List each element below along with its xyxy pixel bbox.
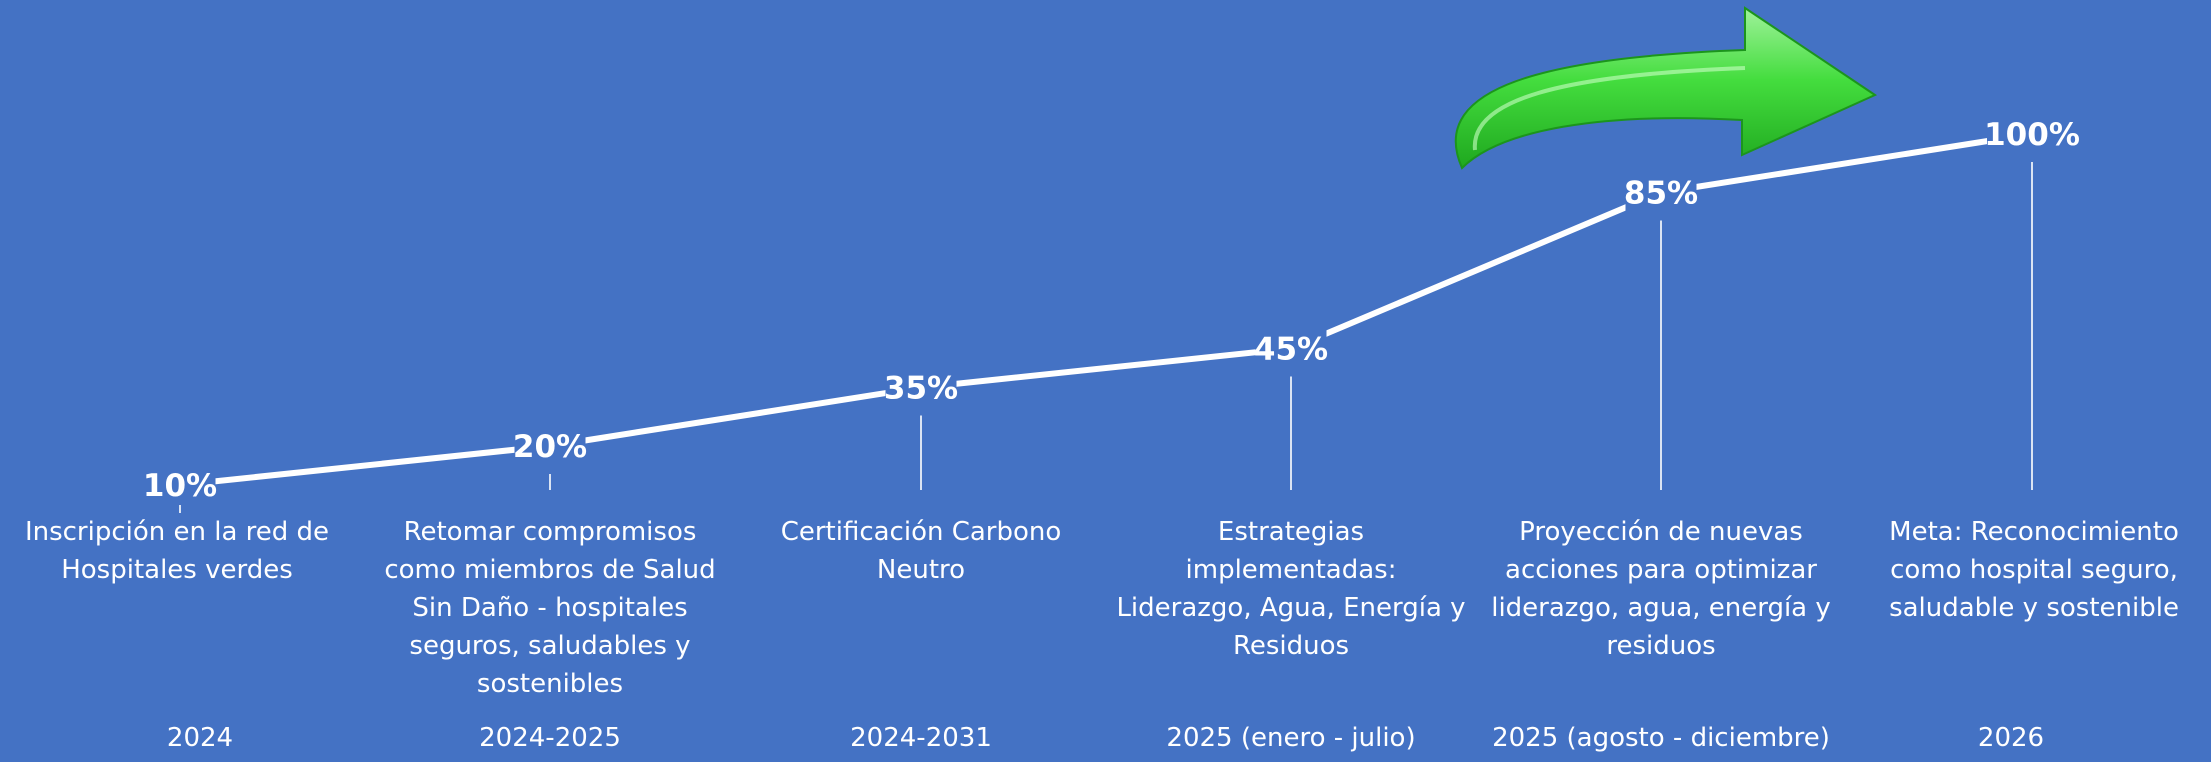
category-label: 2025 (enero - julio) — [1166, 723, 1416, 753]
milestone-description: Proyección de nuevas acciones para optim… — [1491, 517, 1831, 661]
milestone-description: Meta: Reconocimiento como hospital segur… — [1889, 517, 2179, 623]
milestone-description: Estrategias implementadas: Liderazgo, Ag… — [1116, 517, 1466, 661]
curved-arrow-icon — [1454, 6, 1878, 170]
value-label-background — [1625, 170, 1697, 213]
value-label-background — [1255, 326, 1327, 369]
milestone-description: Inscripción en la red de Hospitales verd… — [24, 517, 330, 585]
category-label: 2026 — [1977, 723, 2045, 753]
value-label: 20% — [513, 429, 587, 465]
value-label: 100% — [1984, 117, 2080, 153]
value-label-background — [1987, 112, 2077, 154]
value-label: 10% — [143, 468, 217, 504]
value-label-background — [885, 365, 957, 408]
progress-line — [179, 131, 2033, 488]
milestone-description: Retomar compromisos como miembros de Sal… — [384, 517, 716, 699]
value-label-background — [144, 463, 216, 505]
milestone-description: Certificación Carbono Neutro — [780, 517, 1062, 585]
category-label: 2024-2025 — [479, 723, 621, 753]
value-label: 45% — [1254, 332, 1328, 368]
category-label: 2025 (agosto - diciembre) — [1492, 723, 1830, 753]
value-label-background — [514, 424, 586, 466]
category-label: 2024 — [166, 723, 234, 753]
value-label: 35% — [884, 371, 958, 407]
value-labels: 10% 20% 35% 45% 85% 100% — [143, 112, 2080, 505]
leader-lines — [179, 162, 2033, 513]
value-label: 85% — [1624, 176, 1698, 212]
category-label: 2024-2031 — [850, 723, 992, 753]
